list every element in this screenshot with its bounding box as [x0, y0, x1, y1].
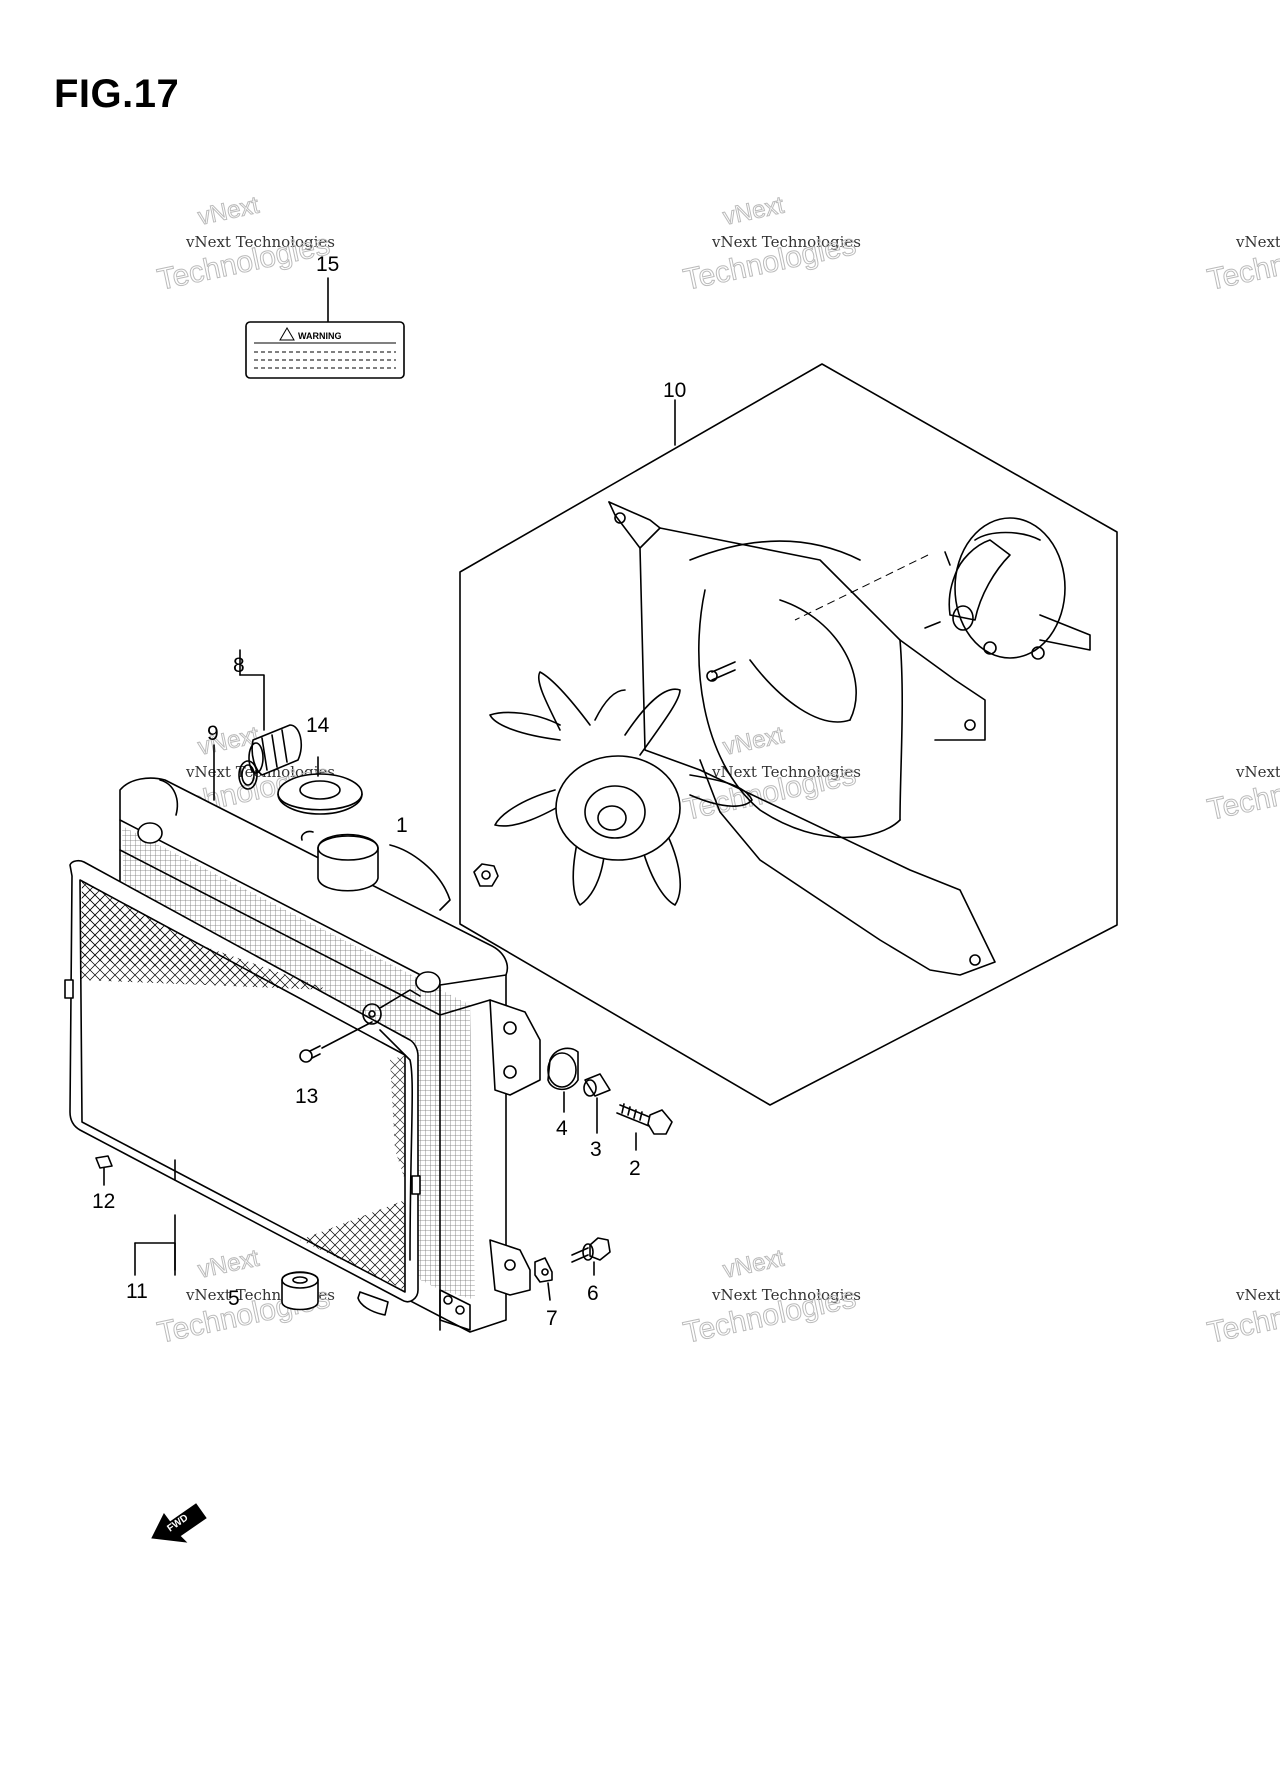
- callout-14: 14: [306, 714, 330, 737]
- fan-blade-group: [489, 671, 753, 906]
- watermark: vNext vNext Technologies Technologies: [680, 1244, 861, 1350]
- part-2-bolt: [616, 1103, 673, 1151]
- callout-11: 11: [126, 1280, 148, 1303]
- part-10-fan-assembly: [459, 363, 1118, 1106]
- part-7-nut-clip: [534, 1257, 553, 1301]
- watermark-vnext: vNext: [721, 722, 787, 761]
- watermark-text-edge: vNext Technologies: [1235, 233, 1280, 251]
- watermark-text-edge: vNext Technologies: [1235, 763, 1280, 781]
- watermark-text-edge: vNext Technologies: [1235, 1286, 1280, 1304]
- part-11-screen: [64, 859, 421, 1316]
- watermark-text: vNext Technologies: [711, 763, 861, 781]
- warning-label-text: WARNING: [298, 331, 342, 341]
- part-9-o-ring: [213, 744, 258, 801]
- watermark-text: vNext Technologies: [711, 233, 861, 251]
- part-5-cushion: [281, 1271, 319, 1311]
- warning-triangle-icon: [279, 327, 295, 341]
- watermark-text: vNext Technologies: [711, 1286, 861, 1304]
- watermark: vNext vNext Technologies Technologies: [680, 191, 861, 297]
- watermark-vnext: vNext: [196, 1245, 262, 1284]
- callout-15: 15: [316, 253, 339, 276]
- watermark-text: vNext Technologies: [185, 233, 335, 251]
- part-8-thermo-switch: [239, 649, 302, 776]
- watermark: vNext Technologies Technologies: [1204, 758, 1280, 828]
- callout-9: 9: [207, 722, 219, 745]
- figure-title: FIG.17: [54, 72, 180, 116]
- callout-labels: 1 2 3 4 5 6 7 8 9 10 11 12 13 14 15: [92, 253, 686, 1330]
- part-15-warning-label: WARNING: [245, 277, 405, 379]
- watermark-vnext: vNext: [721, 192, 787, 231]
- motor-screw: [706, 661, 736, 682]
- callout-6: 6: [587, 1282, 599, 1305]
- watermark: vNext Technologies Technologies: [1204, 1281, 1280, 1351]
- watermark: vNext Technologies Technologies: [1204, 228, 1280, 298]
- part-4-grommet: [547, 1047, 579, 1113]
- callout-10: 10: [663, 379, 686, 402]
- part-14-cap: [277, 756, 363, 815]
- callout-7: 7: [546, 1307, 558, 1330]
- part-3-collar: [583, 1073, 611, 1134]
- watermark-vnext: vNext: [721, 1245, 787, 1284]
- callout-8: 8: [233, 654, 245, 677]
- part-12-clip: [95, 1155, 176, 1276]
- callout-5: 5: [228, 1287, 240, 1310]
- callout-13: 13: [295, 1085, 318, 1108]
- fan-motor: [794, 517, 1091, 660]
- callout-12: 12: [92, 1190, 115, 1213]
- callout-4: 4: [556, 1117, 568, 1140]
- part-6-bolt: [571, 1237, 611, 1276]
- watermark: vNext vNext Technologies Technologies: [154, 191, 335, 297]
- callout-2: 2: [629, 1157, 641, 1180]
- fan-nut: [473, 863, 499, 887]
- callout-3: 3: [590, 1138, 602, 1161]
- part-13-screw: [299, 989, 421, 1261]
- fwd-arrow: FWD: [151, 1503, 207, 1543]
- callout-1: 1: [396, 814, 408, 837]
- watermark-vnext: vNext: [196, 192, 262, 231]
